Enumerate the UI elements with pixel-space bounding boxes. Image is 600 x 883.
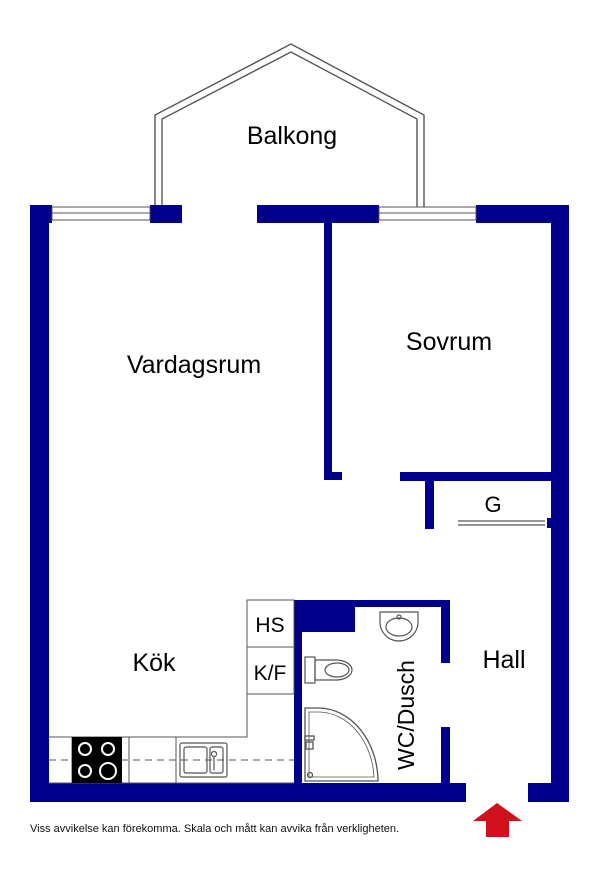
balcony: [154, 43, 425, 207]
bathroom-label: WC/Dusch: [393, 660, 419, 770]
hallway-label: Hall: [482, 646, 525, 674]
cabinet-hs-label: HS: [255, 614, 284, 637]
shower-icon: [304, 707, 379, 782]
disclaimer-text: Viss avvikelse kan förekomma. Skala och …: [30, 823, 400, 835]
kitchen-label: Kök: [132, 649, 176, 677]
balcony-label: Balkong: [247, 122, 337, 150]
stove-icon: [72, 737, 122, 783]
cabinet-kf: [246, 646, 295, 695]
bedroom-label: Sovrum: [406, 328, 492, 356]
interior-walls: [294, 223, 551, 783]
entrance-arrow-icon: [473, 803, 522, 837]
wardrobe-label: G: [484, 492, 501, 517]
exterior-walls: [30, 205, 569, 802]
toilet-icon: [304, 656, 353, 684]
living-room-label: Vardagsrum: [127, 351, 261, 379]
wardrobe-doors: [458, 520, 545, 526]
windows: [51, 206, 477, 221]
kitchen-sink-icon: [179, 742, 228, 778]
cabinet-kf-label: K/F: [254, 662, 287, 685]
washbasin-icon: [379, 611, 419, 642]
